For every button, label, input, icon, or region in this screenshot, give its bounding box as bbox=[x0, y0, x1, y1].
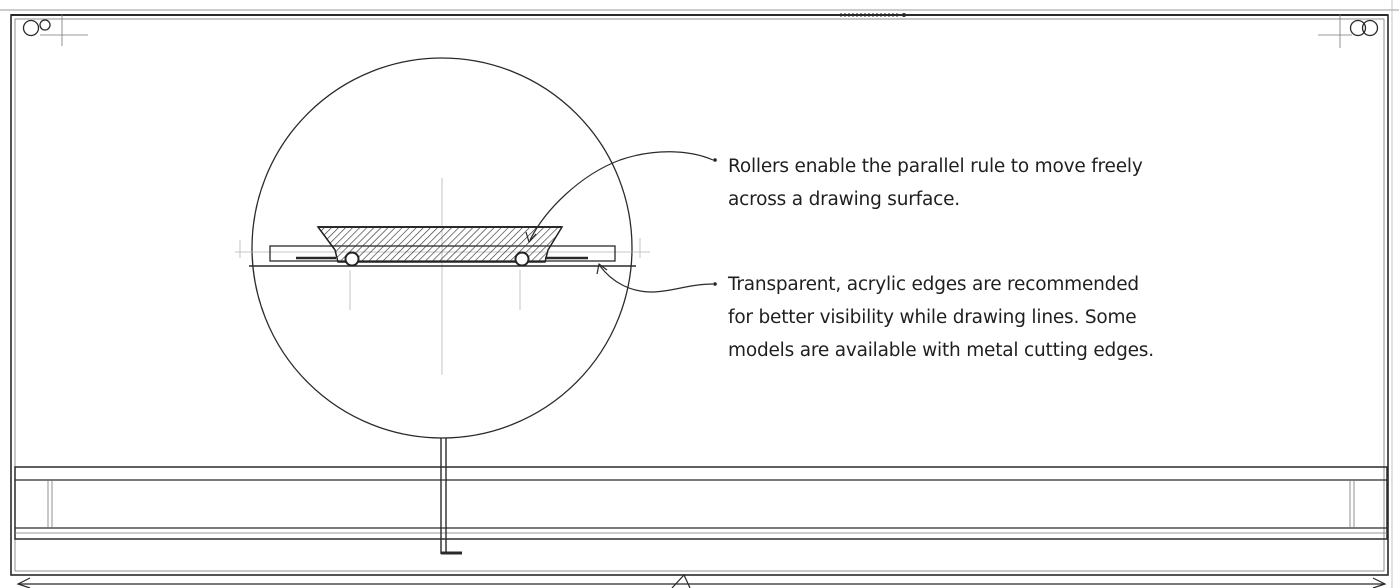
dimension-line bbox=[16, 573, 1387, 588]
rollers-callout: Rollers enable the parallel rule to move… bbox=[728, 150, 1143, 216]
rule-cross-section bbox=[249, 226, 636, 267]
cable-mark bbox=[840, 13, 906, 17]
edges-leader bbox=[596, 262, 717, 293]
edges-callout-line-3: models are available with metal cutting … bbox=[728, 340, 1154, 361]
roller-right bbox=[514, 251, 530, 267]
rollers-callout-line-2: across a drawing surface. bbox=[728, 189, 960, 210]
roller-left bbox=[344, 251, 360, 267]
rollers-leader bbox=[525, 151, 717, 244]
corner-roller-left bbox=[22, 14, 88, 46]
corner-roller-right bbox=[1318, 14, 1379, 48]
edges-callout: Transparent, acrylic edges are recommend… bbox=[728, 268, 1154, 367]
parallel-rule-bar bbox=[14, 466, 1388, 540]
rollers-callout-line-1: Rollers enable the parallel rule to move… bbox=[728, 156, 1143, 177]
edges-callout-line-1: Transparent, acrylic edges are recommend… bbox=[728, 274, 1139, 295]
detail-leader-stem bbox=[440, 438, 462, 555]
edges-callout-line-2: for better visibility while drawing line… bbox=[728, 307, 1137, 328]
